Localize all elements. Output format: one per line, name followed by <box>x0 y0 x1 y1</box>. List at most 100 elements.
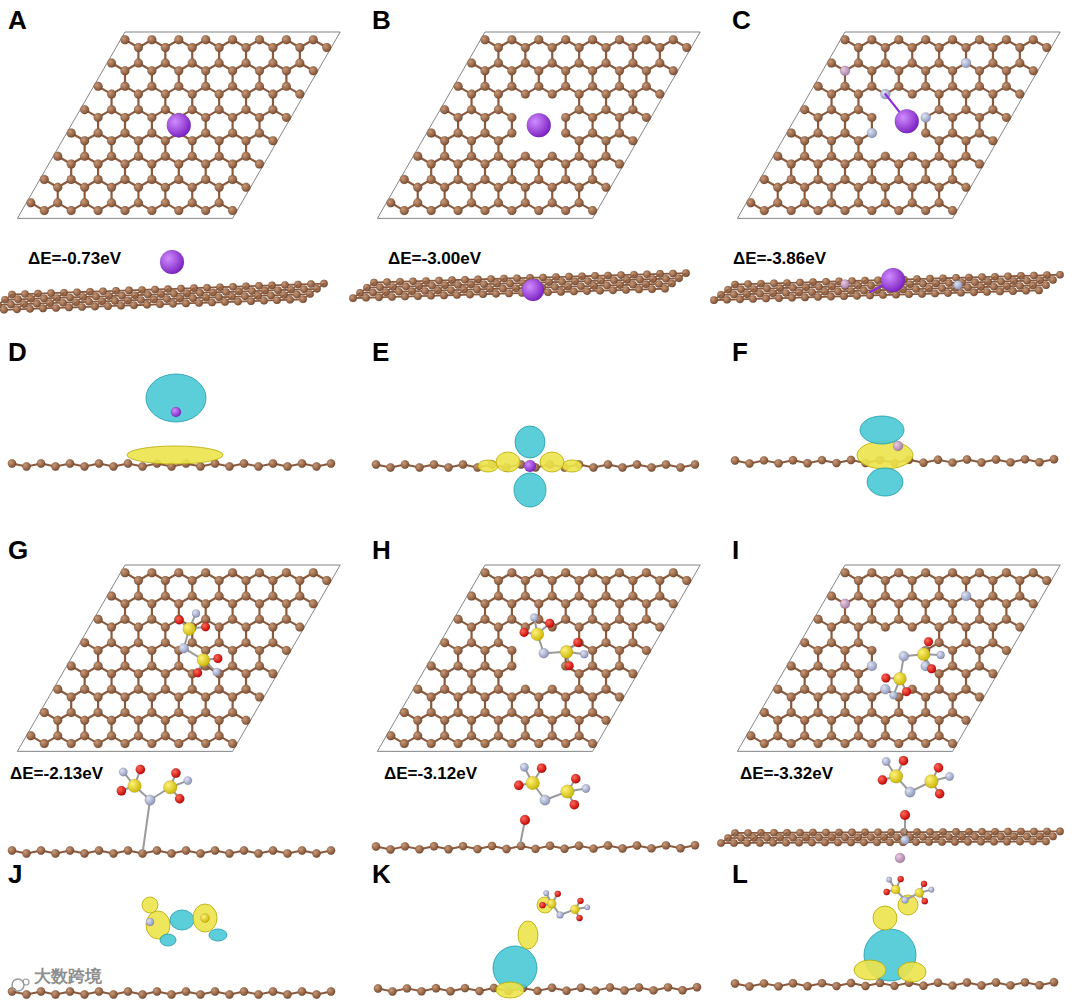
carbon-atom <box>147 615 156 624</box>
carbon-atom <box>800 152 809 161</box>
carbon-atom <box>454 128 463 137</box>
carbon-atom <box>26 198 35 207</box>
carbon-atom <box>161 198 170 207</box>
carbon-atom <box>268 59 277 68</box>
carbon-atom <box>327 459 335 467</box>
carbon-atom <box>107 638 116 647</box>
carbon-atom <box>642 113 651 122</box>
carbon-atom <box>841 113 850 122</box>
carbon-atom <box>963 455 971 463</box>
carbon-atom <box>67 693 76 702</box>
carbon-atom <box>575 183 584 192</box>
carbon-atom <box>147 568 156 577</box>
carbon-atom <box>814 82 823 91</box>
carbon-atom <box>215 576 224 585</box>
carbon-atom <box>40 175 49 184</box>
carbon-atom <box>80 105 89 114</box>
carbon-atom <box>588 128 597 137</box>
carbon-atom <box>147 128 156 137</box>
carbon-atom <box>787 175 796 184</box>
carbon-atom <box>188 638 197 647</box>
carbon-atom <box>134 136 143 145</box>
carbon-atom <box>228 160 237 169</box>
carbon-atom <box>575 90 584 99</box>
carbon-atom <box>854 183 863 192</box>
carbon-atom <box>1042 43 1051 52</box>
carbon-atom <box>80 685 89 694</box>
carbon-atom <box>26 305 34 313</box>
carbon-atom <box>827 90 836 99</box>
carbon-atom <box>201 599 210 608</box>
carbon-atom <box>975 82 984 91</box>
carbon-atom <box>104 302 112 310</box>
carbon-atom <box>94 693 103 702</box>
carbon-atom <box>935 152 944 161</box>
carbon-atom <box>935 43 944 52</box>
carbon-atom <box>975 113 984 122</box>
carbon-atom <box>94 175 103 184</box>
carbon-atom <box>201 568 210 577</box>
carbon-atom <box>147 82 156 91</box>
ion-atom <box>171 407 181 417</box>
carbon-atom <box>134 731 143 740</box>
carbon-atom <box>94 615 103 624</box>
carbon-atom <box>80 716 89 725</box>
carbon-atom <box>440 105 449 114</box>
carbon-atom <box>80 669 89 678</box>
carbon-atom <box>745 459 753 467</box>
carbon-atom <box>372 460 380 468</box>
carbon-atom <box>228 599 237 608</box>
charge-isosurface <box>562 460 582 472</box>
carbon-atom <box>188 59 197 68</box>
carbon-atom <box>161 183 170 192</box>
carbon-atom <box>602 183 611 192</box>
carbon-atom <box>247 297 255 305</box>
carbon-atom <box>413 198 422 207</box>
carbon-atom <box>201 128 210 137</box>
carbon-atom <box>107 623 116 632</box>
carbon-atom <box>67 739 76 748</box>
carbon-atom <box>134 623 143 632</box>
carbon-atom <box>881 183 890 192</box>
carbon-atom <box>295 90 304 99</box>
carbon-atom <box>588 206 597 215</box>
carbon-atom <box>948 160 957 169</box>
carbon-atom <box>309 66 318 75</box>
carbon-atom <box>481 113 490 122</box>
carbon-atom <box>622 286 630 294</box>
carbon-atom <box>53 198 62 207</box>
carbon-atom <box>147 599 156 608</box>
carbon-atom <box>242 623 251 632</box>
carbon-atom <box>494 152 503 161</box>
carbon-atom <box>602 59 611 68</box>
carbon-atom <box>427 292 435 300</box>
carbon-atom <box>242 183 251 192</box>
carbon-atom <box>467 90 476 99</box>
carbon-atom <box>992 455 1000 463</box>
carbon-atom <box>312 462 320 470</box>
carbon-atom <box>494 136 503 145</box>
carbon-atom <box>283 462 291 470</box>
carbon-atom <box>669 66 678 75</box>
carbon-atom <box>414 292 422 300</box>
carbon-atom <box>557 288 565 296</box>
carbon-atom <box>147 35 156 44</box>
carbon-atom <box>492 290 500 298</box>
carbon-atom <box>467 59 476 68</box>
carbon-atom <box>962 90 971 99</box>
carbon-atom <box>881 43 890 52</box>
carbon-atom <box>507 66 516 75</box>
carbon-atom <box>215 623 224 632</box>
carbon-atom <box>1015 59 1024 68</box>
carbon-atom <box>789 456 797 464</box>
carbon-atom <box>787 160 796 169</box>
carbon-atom <box>948 206 957 215</box>
carbon-atom <box>298 459 306 467</box>
carbon-atom <box>962 136 971 145</box>
carbon-atom <box>948 35 957 44</box>
carbon-atom <box>201 113 210 122</box>
carbon-atom <box>481 206 490 215</box>
carbon-atom <box>935 90 944 99</box>
carbon-atom <box>1035 287 1043 295</box>
carbon-atom <box>78 303 86 311</box>
